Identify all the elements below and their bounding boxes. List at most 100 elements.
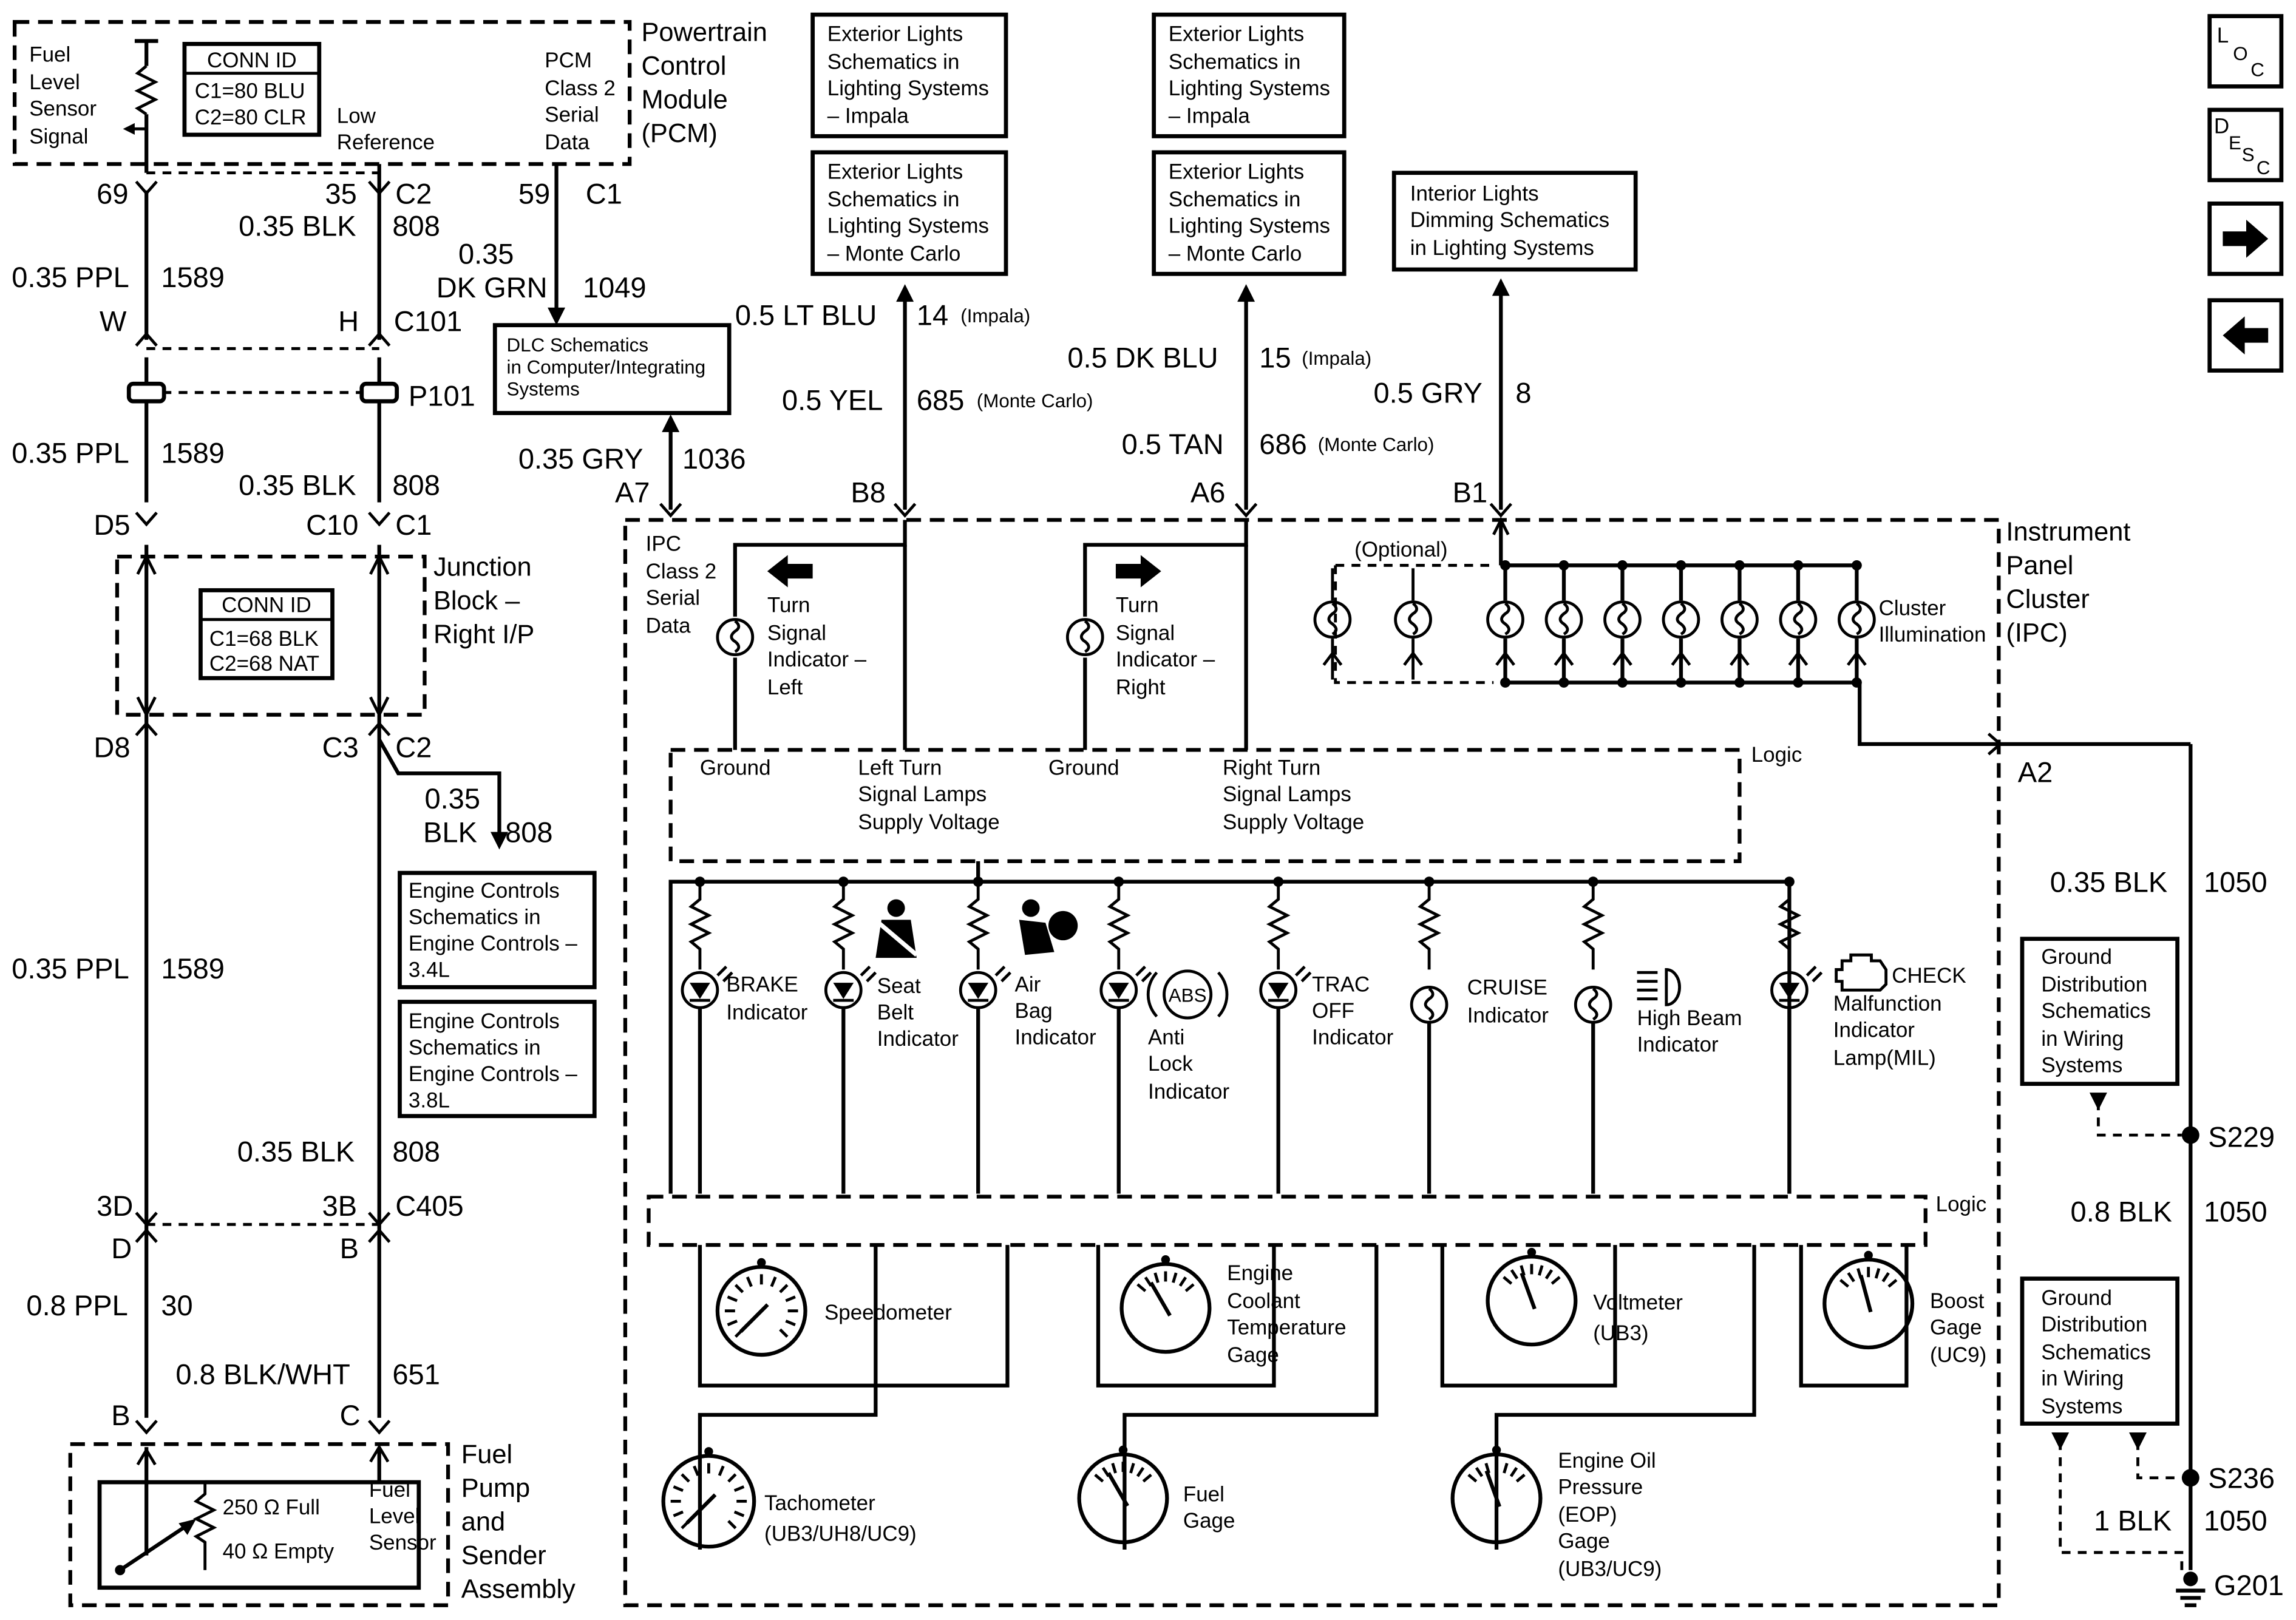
svg-text:in Lighting Systems: in Lighting Systems	[1410, 236, 1594, 260]
svg-text:Low: Low	[337, 104, 376, 128]
svg-text:Lock: Lock	[1148, 1052, 1193, 1076]
desc-button[interactable]: D E S C	[2207, 107, 2284, 183]
ground-distribution-box-1[interactable]: Ground Distribution Schematics in Wiring…	[2020, 937, 2180, 1086]
svg-text:Powertrain: Powertrain	[641, 18, 767, 47]
ground-symbol-g201	[2176, 1571, 2206, 1607]
svg-text:Indicator –: Indicator –	[767, 648, 867, 671]
svg-text:and: and	[461, 1508, 505, 1537]
indicator-circuit	[1410, 876, 1449, 1194]
svg-text:(UB3/UH8/UC9): (UB3/UH8/UC9)	[764, 1522, 917, 1546]
instrument-panel-cluster: Instrument Panel Cluster (IPC) IPC Class…	[623, 517, 2130, 1607]
svg-text:Interior Lights: Interior Lights	[1410, 182, 1539, 206]
svg-text:Data: Data	[545, 130, 589, 154]
airbag-indicator-label: Air Bag Indicator	[1015, 973, 1096, 1049]
indicator-circuit	[1259, 876, 1312, 1194]
svg-text:Lighting Systems: Lighting Systems	[827, 214, 989, 238]
wire-05-dkblu: 0.5 DK BLU	[1067, 342, 1218, 374]
wire-1-blk-gnd: 1 BLK	[2094, 1505, 2172, 1537]
loc-button[interactable]: L O C	[2207, 14, 2284, 89]
svg-text:Instrument: Instrument	[2006, 517, 2130, 546]
dlc-schematics-box[interactable]	[492, 323, 732, 415]
turn-left-bulb	[716, 618, 755, 657]
circuit-808-b: 808	[392, 469, 440, 501]
fuel-gage-label: Fuel Gage	[1183, 1482, 1235, 1532]
voltmeter-label: Voltmeter (UB3)	[1593, 1290, 1683, 1345]
svg-text:Seat: Seat	[877, 974, 921, 998]
circuit-1589-c: 1589	[161, 952, 225, 985]
wire-035-blk-b: 0.35 BLK	[239, 469, 356, 501]
ground-label-2: Ground	[1048, 756, 1119, 779]
dlc-reference[interactable]: DLC Schematics in Computer/Integrating S…	[492, 164, 746, 510]
conn-c405: C405	[395, 1190, 463, 1222]
wire-035-gauge-c: 0.35	[424, 782, 480, 815]
svg-text:High Beam: High Beam	[1637, 1006, 1742, 1030]
svg-text:Engine Controls: Engine Controls	[409, 1009, 560, 1033]
svg-text:Gage: Gage	[1558, 1530, 1610, 1553]
note-monte-carlo-b: (Monte Carlo)	[1318, 434, 1435, 455]
svg-text:Illumination: Illumination	[1879, 623, 1986, 646]
svg-text:Signal Lamps: Signal Lamps	[1223, 782, 1351, 806]
gauge-dial	[1077, 1445, 1169, 1545]
ext-lights-monte-carlo-2[interactable]: Exterior Lights Schematics in Lighting S…	[1152, 150, 1347, 276]
conn-c1-b: C1	[395, 509, 432, 541]
p101-connector-b	[359, 381, 399, 404]
svg-text:Gage: Gage	[1930, 1315, 1982, 1339]
note-impala-b: (Impala)	[1302, 348, 1371, 369]
svg-text:C: C	[2250, 59, 2264, 80]
svg-text:Pump: Pump	[461, 1474, 530, 1503]
junction-conn-c2: C2=68 NAT	[209, 652, 319, 676]
illumination-bulb	[1603, 560, 1642, 688]
svg-text:Exterior Lights: Exterior Lights	[1169, 22, 1304, 46]
svg-text:Right I/P: Right I/P	[433, 620, 534, 649]
svg-text:Control: Control	[641, 52, 726, 81]
svg-text:Distribution: Distribution	[2041, 1312, 2147, 1336]
logic-label-lower: Logic	[1936, 1193, 1987, 1216]
ipc-class2-label: IPC Class 2 Serial Data	[646, 532, 717, 637]
svg-text:ABS: ABS	[1169, 985, 1207, 1006]
svg-text:Right: Right	[1116, 676, 1166, 699]
ext-lights-impala-1[interactable]: Exterior Lights Schematics in Lighting S…	[810, 12, 1008, 138]
previous-page-button[interactable]	[2207, 298, 2284, 373]
conn-c2: C2	[395, 177, 432, 209]
svg-text:Air: Air	[1015, 973, 1041, 997]
svg-text:Level: Level	[29, 70, 80, 94]
fuel-level-sensor-label: Fuel Level Sensor	[369, 1478, 436, 1554]
svg-text:Schematics in: Schematics in	[1169, 50, 1301, 73]
junction-conn-id-box	[199, 588, 335, 680]
tachometer-label: Tachometer (UB3/UH8/UC9)	[764, 1491, 917, 1546]
svg-text:(EOP): (EOP)	[1558, 1503, 1617, 1527]
svg-text:Gage: Gage	[1227, 1343, 1279, 1367]
ext-lights-impala-2[interactable]: Exterior Lights Schematics in Lighting S…	[1152, 12, 1347, 138]
interior-lights-dimming-box[interactable]: Interior Lights Dimming Schematics in Li…	[1391, 171, 1638, 272]
wire-035-ppl-b: 0.35 PPL	[12, 437, 129, 469]
splice-s229-label: S229	[2208, 1120, 2275, 1153]
left-wiring: 69 35 C2 0.35 BLK 808 59 C1 0.35 DK GRN …	[12, 164, 647, 1435]
left-supply-label: Left Turn Signal Lamps Supply Voltage	[858, 756, 999, 833]
svg-text:Indicator: Indicator	[1833, 1018, 1915, 1042]
pin-w: W	[100, 305, 127, 337]
svg-text:Fuel: Fuel	[29, 42, 70, 66]
engine-controls-38-box[interactable]: Engine Controls Schematics in Engine Con…	[398, 1000, 597, 1119]
right-arrow-nav-icon	[2223, 219, 2269, 258]
ground-distribution-box-2[interactable]: Ground Distribution Schematics in Wiring…	[2020, 1276, 2180, 1426]
junction-block: CONN ID C1=68 BLK C2=68 NAT Junction Blo…	[115, 552, 534, 718]
wire-05-yel: 0.5 YEL	[782, 384, 883, 416]
svg-text:Lamp(MIL): Lamp(MIL)	[1833, 1046, 1936, 1069]
illumination-bulb	[1779, 560, 1818, 688]
svg-text:Anti: Anti	[1148, 1025, 1184, 1049]
svg-text:Left Turn: Left Turn	[858, 756, 942, 779]
svg-text:– Monte Carlo: – Monte Carlo	[827, 242, 961, 266]
ext-lights-monte-carlo-1[interactable]: Exterior Lights Schematics in Lighting S…	[810, 150, 1008, 276]
illumination-bulb	[1720, 560, 1759, 688]
conn-p101: P101	[409, 379, 475, 412]
svg-text:CRUISE: CRUISE	[1467, 975, 1547, 999]
pin-c10: C10	[306, 509, 358, 541]
svg-text:Schematics: Schematics	[2041, 1340, 2151, 1364]
svg-text:in Wiring: in Wiring	[2041, 1027, 2124, 1051]
wire-08-blkwht: 0.8 BLK/WHT	[175, 1358, 350, 1390]
pin-d5: D5	[93, 509, 130, 541]
next-page-button[interactable]	[2207, 202, 2284, 276]
fuel-pump-assembly: 250 Ω Full 40 Ω Empty Fuel Level Sensor …	[68, 1440, 576, 1607]
engine-controls-34-box[interactable]: Engine Controls Schematics in Engine Con…	[398, 870, 597, 989]
indicator-circuit	[681, 876, 733, 1194]
